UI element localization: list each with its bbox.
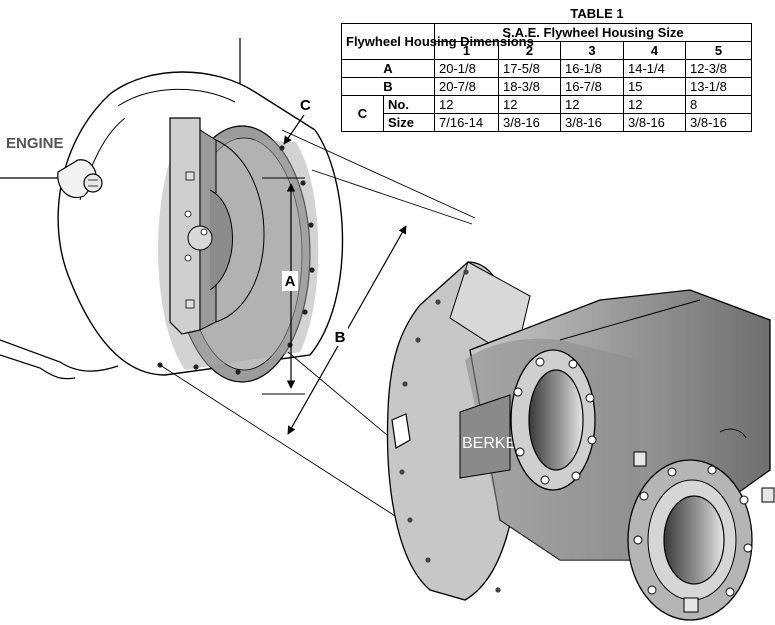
table-row-b: B 20-7/8 18-3/8 16-7/8 15 13-1/8: [341, 77, 753, 96]
front-flange-bolts: [513, 357, 597, 485]
table-cell: 8: [684, 95, 753, 114]
table-cell: 3/8-16: [560, 113, 624, 132]
table-cell: 3/8-16: [498, 113, 561, 132]
table-cell: 16-7/8: [560, 77, 624, 96]
size-header: 5: [684, 41, 753, 60]
top-nut-icon: [633, 451, 647, 467]
table-cell: 12: [623, 95, 686, 114]
table-cell: 16-1/8: [560, 59, 624, 78]
engine-label: ENGINE: [6, 135, 64, 152]
dimension-b: B: [287, 225, 407, 435]
table-row-c-no: C No. 12 12 12 12 8: [341, 95, 753, 132]
table-cell: 12-3/8: [684, 59, 753, 78]
table-cell: 7/16-14: [434, 113, 499, 132]
pump-adapter-bracket: BERKE: [386, 261, 775, 621]
table-cell: 18-3/8: [498, 77, 561, 96]
flywheel-housing-table: TABLE 1 Flywheel Housing Dimensions S.A.…: [341, 5, 753, 132]
flywheel-drive-plate: [169, 117, 265, 335]
row-label-a: A: [341, 59, 435, 78]
table-row-c-size: Size 7/16-14 3/8-16 3/8-16 3/8-16 3/8-16: [342, 113, 753, 132]
table-cell: 12: [560, 95, 624, 114]
table-title: TABLE 1: [570, 6, 624, 21]
table-cell: 12: [434, 95, 499, 114]
table-cell: 15: [623, 77, 686, 96]
dimension-c: C: [283, 97, 311, 145]
mount-bolt-icon: [83, 173, 103, 193]
table-header-row: Flywheel Housing Dimensions S.A.E. Flywh…: [341, 23, 753, 60]
table-cell: 20-7/8: [434, 77, 499, 96]
table-cell: 20-1/8: [434, 59, 499, 78]
dimension-c-label: C: [300, 97, 311, 114]
table-cell: 3/8-16: [623, 113, 686, 132]
table-cell: 12: [498, 95, 561, 114]
table-cell: 3/8-16: [684, 113, 753, 132]
pump-brand-label: BERKE: [462, 435, 516, 452]
side-nut-icon: [761, 487, 775, 503]
adapter-bolt-holes: [395, 269, 501, 593]
dimension-table: Flywheel Housing Dimensions S.A.E. Flywh…: [341, 23, 753, 132]
size-header-row: 1 2 3 4 5: [342, 41, 753, 60]
table-cell: 13-1/8: [684, 77, 753, 96]
row-label-c: C: [341, 95, 384, 132]
corner-header: Flywheel Housing Dimensions: [341, 23, 534, 60]
dimension-b-label: B: [335, 329, 346, 346]
size-header: 3: [560, 41, 624, 60]
table-cell: 17-5/8: [498, 59, 561, 78]
row-sublabel-no: No.: [383, 95, 435, 114]
dimension-a-label: A: [285, 273, 296, 290]
row-sublabel-size: Size: [383, 113, 435, 132]
table-row-a: A 20-1/8 17-5/8 16-1/8 14-1/4 12-3/8: [341, 59, 753, 78]
table-cell: 14-1/4: [623, 59, 686, 78]
row-label-b: B: [341, 77, 435, 96]
bottom-nut-icon: [683, 597, 699, 613]
size-header: 4: [623, 41, 686, 60]
